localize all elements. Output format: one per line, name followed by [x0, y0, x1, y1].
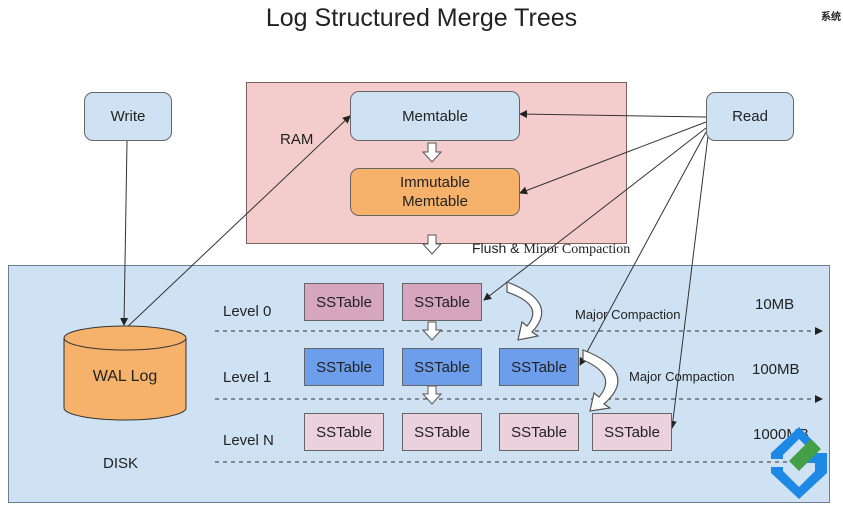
minor-compaction-label: Minor Compaction [523, 242, 631, 257]
read-to-memtable-arrow [519, 110, 707, 119]
major-compaction-label-2: Major Compaction [629, 369, 735, 384]
sstable-level1: SSTable [304, 348, 384, 386]
sstable-level1: SSTable [499, 348, 579, 386]
wal-log-cylinder [63, 325, 187, 421]
level-0-size: 10MB [755, 296, 795, 313]
immutable-memtable-box: Immutable Memtable [350, 168, 520, 216]
read-to-level0-arrow [483, 127, 707, 301]
read-to-levelN-arrow [668, 135, 709, 429]
curved-arrow-icon [582, 349, 619, 412]
diagram-title: Log Structured Merge Trees [265, 4, 578, 32]
flush-label: Flush & Minor Compaction [472, 240, 630, 258]
level-n-label: Level N [223, 432, 274, 449]
down-arrow-icon [421, 142, 443, 163]
level-0-label: Level 0 [223, 303, 272, 320]
wal-log-label: WAL Log [92, 368, 158, 385]
major-compaction-label-1: Major Compaction [575, 307, 681, 322]
disk-label: DISK [103, 455, 139, 472]
flush-label-bold: Flush & [472, 240, 520, 256]
sstable-levelN: SSTable [304, 413, 384, 451]
sstable-levelN: SSTable [402, 413, 482, 451]
read-to-level1-arrow [579, 131, 707, 366]
level-1-size: 100MB [752, 361, 800, 378]
sstable-level0: SSTable [304, 283, 384, 321]
ram-label: RAM [280, 131, 314, 148]
curved-arrow-icon [506, 281, 543, 341]
watermark-logo-icon [771, 427, 827, 499]
down-arrow-icon [421, 321, 443, 341]
wal-to-memtable-arrow [123, 115, 351, 331]
sstable-levelN: SSTable [592, 413, 672, 451]
corner-watermark-text: 系统 [821, 12, 841, 23]
down-arrow-icon [421, 234, 443, 255]
level-1-label: Level 1 [223, 369, 272, 386]
read-box: Read [706, 92, 794, 141]
read-to-immutable-arrow [519, 121, 707, 195]
sstable-levelN: SSTable [499, 413, 579, 451]
memtable-box: Memtable [350, 91, 520, 141]
down-arrow-icon [421, 385, 443, 405]
write-box: Write [84, 92, 172, 141]
sstable-level0: SSTable [402, 283, 482, 321]
sstable-level1: SSTable [402, 348, 482, 386]
write-to-wal-arrow [120, 140, 129, 326]
